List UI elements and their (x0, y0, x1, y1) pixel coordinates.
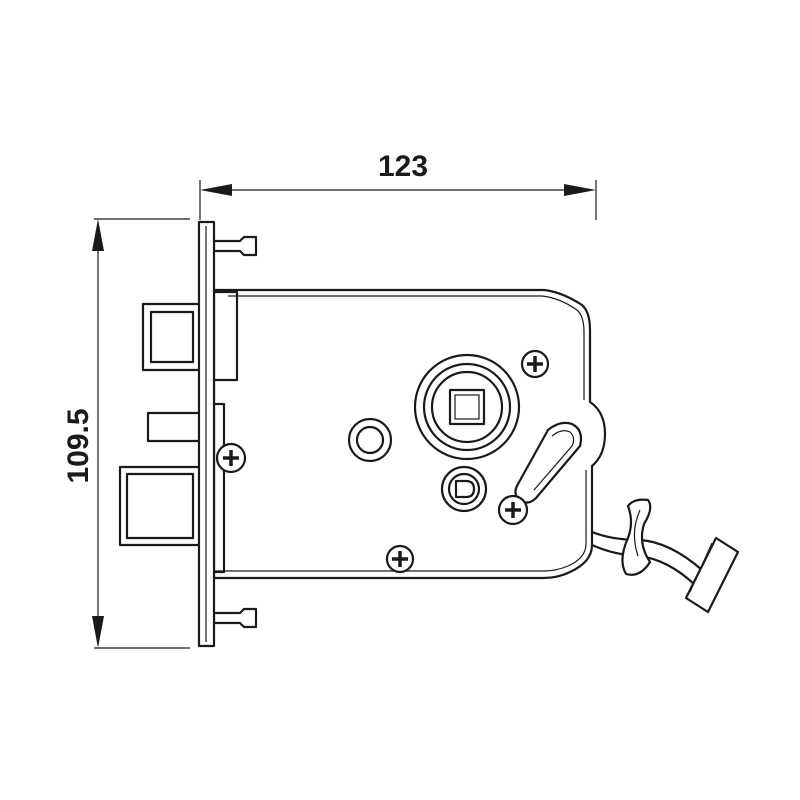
latch-bolt-inner (149, 310, 195, 364)
lock-case-inner-edge-bottom (214, 470, 587, 572)
lock-case-body (212, 288, 607, 580)
height-dimension-label: 109.5 (62, 408, 95, 483)
faceplate-screw (215, 442, 247, 474)
width-dimension: 123 (199, 150, 597, 220)
dead-bolt-inner (125, 472, 195, 540)
cable-assembly (590, 498, 740, 614)
height-arrow-bottom (92, 616, 104, 648)
keyhole-slot-outer (514, 421, 583, 504)
width-dimension-label: 123 (378, 150, 428, 183)
guide-ring (347, 417, 393, 463)
spindle-hub-ring (422, 362, 512, 452)
width-arrow-right (564, 184, 596, 196)
width-arrow-left (200, 184, 232, 196)
cylinder-d-cut (454, 479, 476, 499)
bottom-screw (385, 544, 415, 574)
cylinder-hole (440, 465, 488, 513)
lock-case-inner-edge (228, 295, 585, 400)
top-right-screw (520, 349, 550, 379)
latch-bolt (141, 302, 202, 372)
square-follower (448, 388, 486, 426)
mounting-studs (212, 235, 258, 629)
bottom-stud (212, 607, 258, 629)
top-stud (212, 235, 258, 257)
cable-connector (684, 536, 740, 614)
height-arrow-top (92, 219, 104, 251)
auxiliary-bolt (146, 411, 202, 443)
cable-connector-divider (689, 542, 713, 593)
faceplate (197, 220, 216, 648)
spindle-hub-outer (413, 353, 521, 461)
keyhole-slot (514, 421, 583, 504)
top-right-screw-cross-icon (527, 356, 543, 372)
dead-bolt-outer (118, 465, 202, 547)
square-follower-inner (454, 394, 480, 420)
faceplate-screw-cross-icon (223, 450, 239, 466)
bottom-screw-cross-icon (392, 551, 408, 567)
keyhole-screw-cross-icon (505, 502, 521, 518)
keyhole-slot-inner (533, 430, 575, 491)
spindle-hub (413, 353, 521, 461)
case-inner-plate (210, 290, 239, 382)
cable-break-mark (621, 498, 652, 576)
dead-bolt (118, 465, 202, 547)
height-dimension: 109.5 (62, 218, 190, 649)
cable-break-inner (633, 509, 641, 557)
spindle-hub-inner (430, 370, 504, 444)
keyhole-screw (497, 494, 529, 526)
